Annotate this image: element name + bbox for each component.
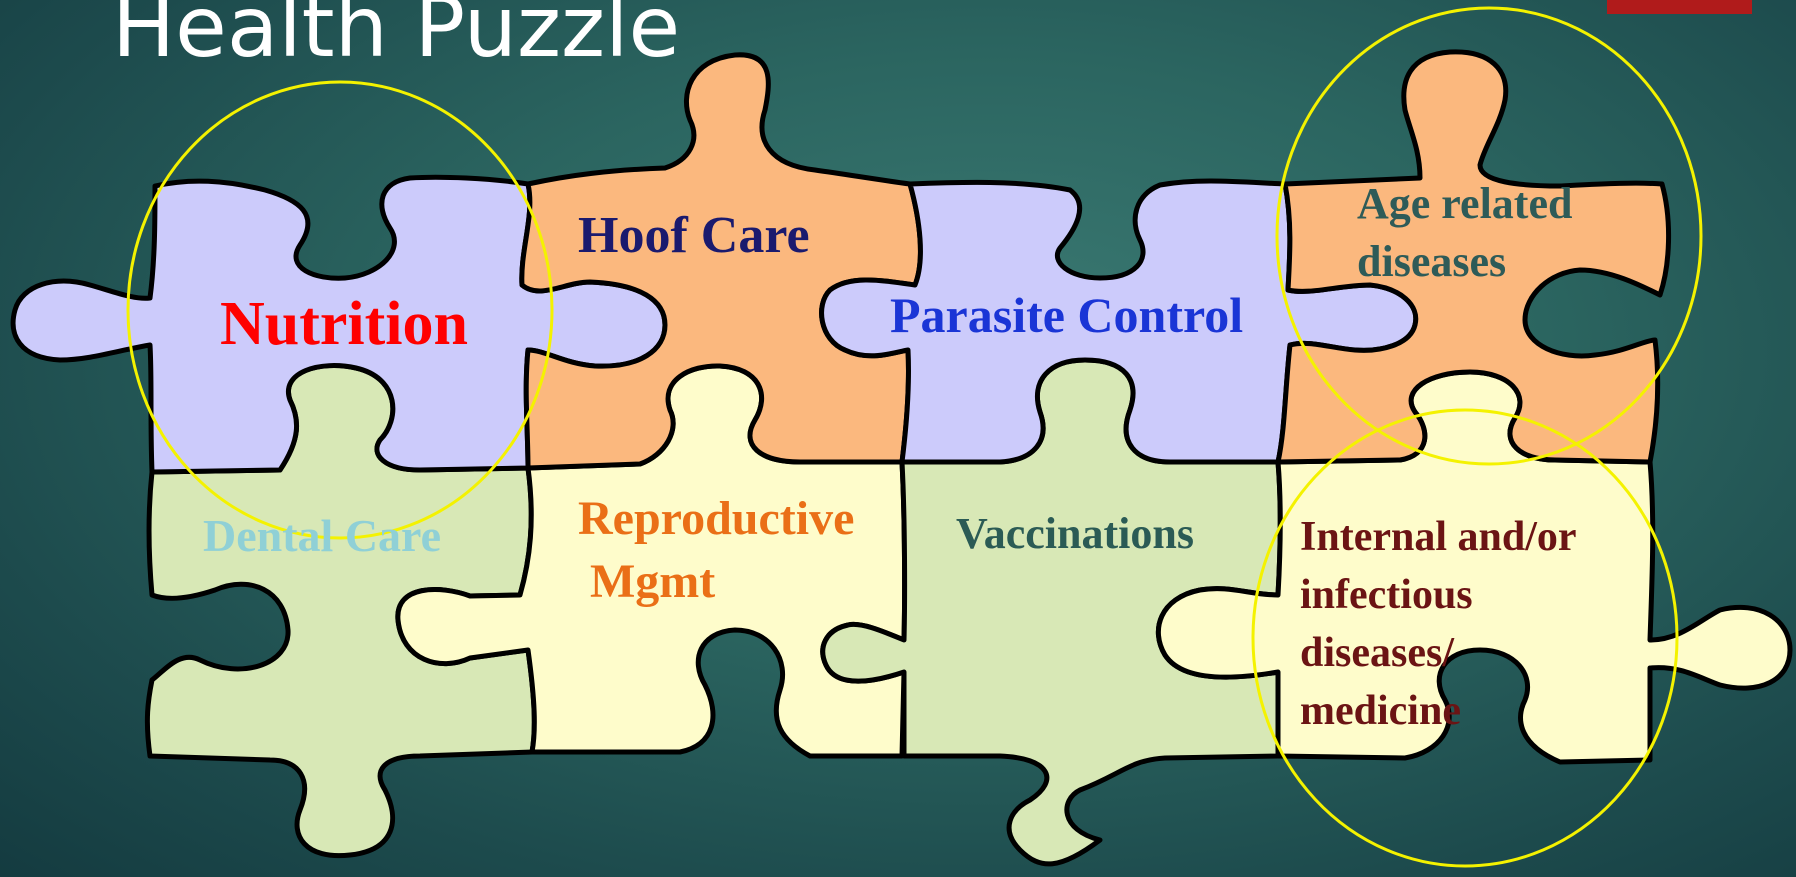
highlight-ring-age-related bbox=[1275, 6, 1703, 466]
highlight-ring-nutrition bbox=[126, 80, 554, 540]
label-vaccinations: Vaccinations bbox=[956, 509, 1194, 558]
corner-accent-tab bbox=[1607, 0, 1752, 14]
label-age-related-line1: Age related bbox=[1357, 179, 1573, 228]
label-reproductive-line2: Mgmt bbox=[590, 555, 716, 608]
label-dental-care: Dental Care bbox=[203, 510, 442, 561]
label-age-related-line2: diseases bbox=[1357, 237, 1507, 286]
label-nutrition: Nutrition bbox=[220, 290, 468, 358]
slide-title: Health Puzzle bbox=[112, 0, 681, 76]
label-hoof-care: Hoof Care bbox=[578, 207, 810, 264]
label-internal-line4: medicine bbox=[1300, 688, 1461, 734]
label-internal-line2: infectious bbox=[1300, 572, 1473, 618]
label-reproductive-line1: Reproductive bbox=[578, 492, 855, 545]
label-internal-line1: Internal and/or bbox=[1300, 514, 1577, 560]
label-parasite-control: Parasite Control bbox=[890, 287, 1244, 343]
label-internal-line3: diseases/ bbox=[1300, 630, 1455, 676]
piece-age-related bbox=[1275, 49, 1672, 465]
highlight-ring-internal-diseases bbox=[1251, 408, 1679, 868]
